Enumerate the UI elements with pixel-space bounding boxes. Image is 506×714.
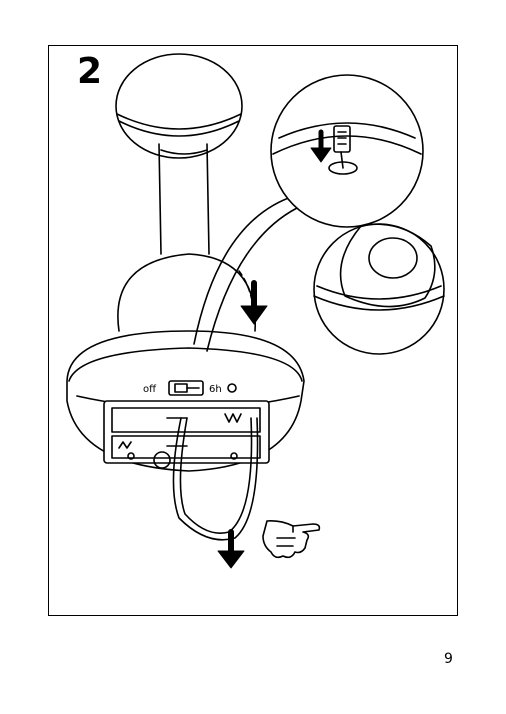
assembly-illustration: off 6h [66,53,445,569]
battery-compartment [103,400,270,469]
pointing-hand-icon [262,520,321,559]
switch-timer-label: 6h [209,384,222,395]
arrow-down-icon [240,280,268,325]
detail-callout [193,74,424,352]
instruction-frame: 2 off [48,45,458,616]
lamp-head-detached [313,223,445,355]
arrow-down-icon [217,529,245,569]
page-number: 9 [444,651,453,667]
lamp-arm [158,143,210,255]
step-number: 2 [77,51,103,92]
lamp-body-ball [117,253,256,332]
switch-off-label: off [143,384,157,395]
lamp-head-top [115,53,243,159]
cable-loop [172,417,259,541]
timer-switch: off 6h [143,380,237,396]
